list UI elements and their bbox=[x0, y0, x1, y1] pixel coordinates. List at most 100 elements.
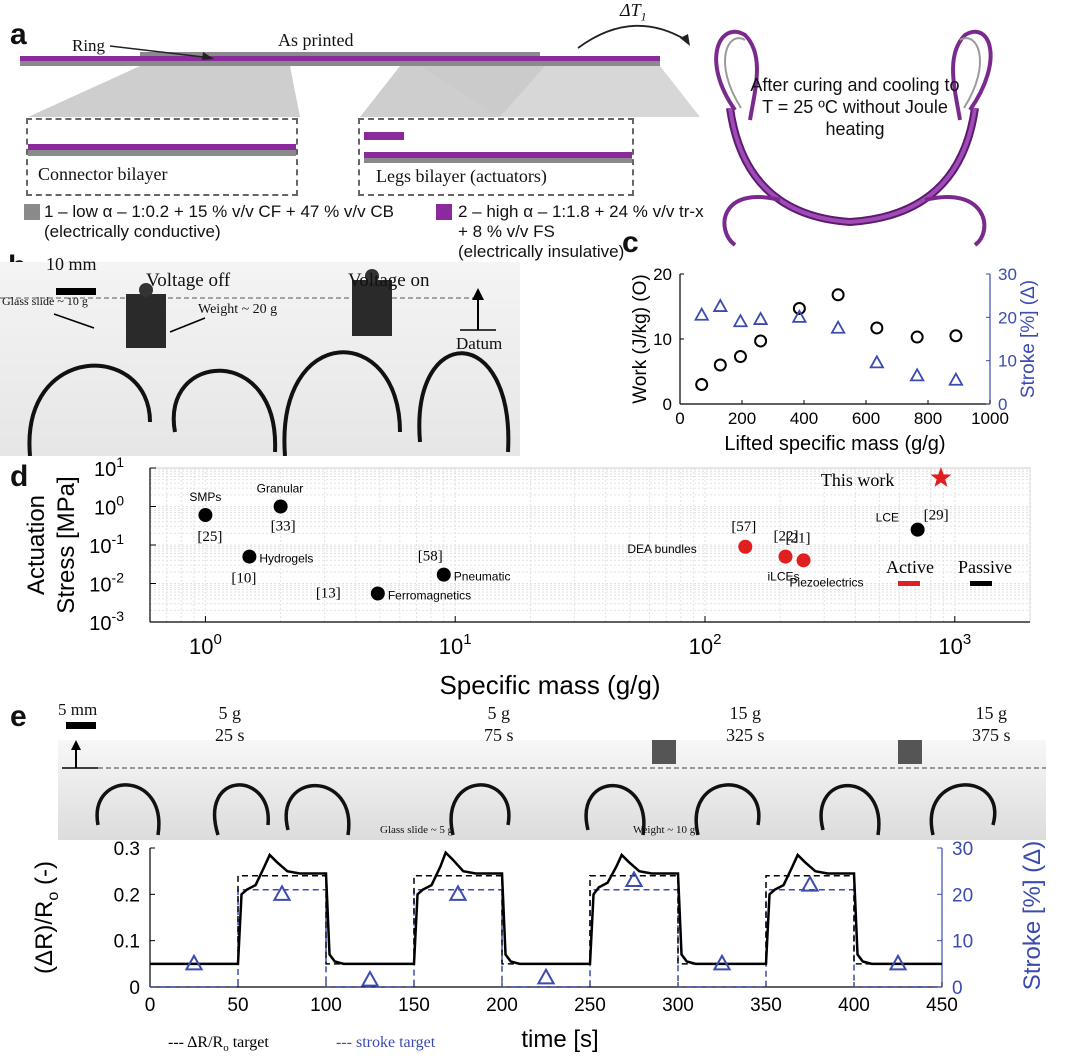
d-point-label: Piezoelectrics bbox=[790, 575, 864, 589]
scale-5mm-label: 5 mm bbox=[58, 700, 98, 719]
legend-material-1-line-2: (electrically conductive) bbox=[44, 222, 221, 241]
after-curing-line-3: heating bbox=[825, 119, 885, 139]
legend-swatch-material-1 bbox=[24, 204, 40, 220]
d-point bbox=[198, 508, 213, 523]
voltage-on-label: Voltage on bbox=[348, 270, 430, 291]
frame-1-label: 5 g 25 s bbox=[215, 702, 245, 746]
c-work-point bbox=[792, 301, 806, 315]
printed-strip-purple bbox=[20, 56, 660, 61]
e-leg-6 bbox=[694, 783, 761, 836]
c-work-point bbox=[831, 288, 845, 302]
frame-4-mass: 15 g bbox=[975, 703, 1008, 723]
c-stroke-point bbox=[732, 313, 749, 328]
d-point-ref: [13] bbox=[316, 585, 341, 601]
leg-on-2 bbox=[417, 351, 511, 453]
delta-t-label: ΔT1 bbox=[620, 0, 647, 25]
c-y-tick-label: 20 bbox=[653, 265, 672, 284]
c-work-point bbox=[910, 330, 924, 344]
d-point-ref: [57] bbox=[731, 519, 756, 535]
e-stroke-point bbox=[360, 970, 380, 987]
d-x-tick-label: 102 bbox=[689, 631, 722, 659]
delta-t-subscript: 1 bbox=[640, 9, 647, 24]
e-x-label: time [s] bbox=[521, 1026, 598, 1053]
legend-material-1-text: 1 – low α – 1:0.2 + 15 % v/v CF + 47 % v… bbox=[44, 202, 394, 242]
after-curing-text: After curing and cooling to T = 25 ºC wi… bbox=[735, 74, 975, 140]
c-stroke-point bbox=[909, 367, 925, 382]
c-x-tick-label: 600 bbox=[852, 409, 880, 428]
d-x-tick-label: 100 bbox=[189, 631, 222, 659]
c-x-label: Lifted specific mass (g/g) bbox=[724, 433, 945, 455]
e-leg-2 bbox=[212, 783, 270, 836]
e-stroke-point bbox=[184, 953, 204, 971]
d-point bbox=[242, 549, 257, 564]
e-resistance-measured-line bbox=[150, 850, 942, 966]
panel-e-drawing bbox=[62, 724, 1046, 836]
d-point-ref: [25] bbox=[197, 529, 222, 545]
c-work-point bbox=[695, 378, 709, 391]
leg-on-1 bbox=[282, 350, 402, 457]
d-y-tick-label: 10-2 bbox=[89, 570, 124, 597]
c-y2-tick-label: 30 bbox=[998, 265, 1017, 284]
e-x-tick-label: 350 bbox=[750, 995, 782, 1016]
weight-20g-label: Weight ~ 20 g bbox=[198, 302, 278, 317]
c-x-tick-label: 400 bbox=[790, 409, 818, 428]
legend-material-2-line-3: (electrically insulative) bbox=[458, 242, 625, 261]
e-x-tick-label: 150 bbox=[398, 995, 430, 1016]
legend-swatch-material-2 bbox=[436, 204, 452, 220]
cured-leg-bottom-right bbox=[924, 195, 987, 247]
e-weight-2 bbox=[898, 724, 922, 764]
cured-leg-top-right bbox=[951, 29, 993, 121]
e-glass-slide-label: Glass slide ~ 5 g bbox=[380, 824, 454, 836]
d-point-ref: [10] bbox=[231, 571, 256, 587]
e-weight-label: Weight ~ 10 g bbox=[633, 824, 696, 836]
ring-raised bbox=[140, 52, 540, 56]
e-x-tick-label: 450 bbox=[926, 995, 958, 1016]
panel-b-drawing bbox=[0, 269, 511, 457]
c-y-tick-label: 0 bbox=[663, 395, 672, 414]
panel-label-e: e bbox=[10, 700, 27, 733]
e-datum-arrow-head bbox=[71, 740, 81, 750]
e-stroke-point bbox=[536, 967, 556, 985]
d-point-ref: [33] bbox=[271, 519, 296, 535]
e-y-tick-label: 0.2 bbox=[114, 885, 140, 906]
weight-off bbox=[126, 294, 166, 348]
c-stroke-point bbox=[830, 319, 846, 334]
frame-3-time: 325 s bbox=[726, 725, 765, 745]
connector-bilayer-box: Connector bilayer bbox=[26, 118, 298, 196]
frame-4-label: 15 g 375 s bbox=[972, 702, 1011, 746]
cured-leg-top-right-gray bbox=[959, 37, 981, 109]
d-point-label: Ferromagnetics bbox=[388, 588, 471, 602]
e-x-tick-label: 0 bbox=[145, 995, 156, 1016]
d-point-label: Hydrogels bbox=[259, 552, 313, 566]
d-point-label: SMPs bbox=[189, 490, 221, 504]
datum-label: Datum bbox=[456, 334, 503, 353]
e-y2-label: Stroke [%] (Δ) bbox=[1019, 841, 1046, 990]
d-point bbox=[370, 586, 385, 601]
d-point bbox=[796, 553, 811, 568]
c-stroke-point bbox=[752, 311, 769, 325]
e-y2-tick-label: 30 bbox=[952, 839, 973, 860]
connector-bilayer-label: Connector bilayer bbox=[38, 164, 168, 184]
panel-e-photo: Glass slide ~ 5 g Weight ~ 10 g bbox=[58, 724, 1046, 840]
c-y2-tick-label: 20 bbox=[998, 308, 1017, 327]
after-curing-line-1: After curing and cooling to bbox=[750, 75, 960, 95]
c-work-point bbox=[733, 350, 747, 364]
d-legend-swatch bbox=[970, 581, 992, 586]
d-point-label: LCE bbox=[876, 511, 899, 525]
frame-3-mass: 15 g bbox=[729, 703, 762, 723]
legs-layer-purple bbox=[364, 152, 632, 158]
e-leg-8 bbox=[929, 783, 997, 836]
e-x-tick-label: 300 bbox=[662, 995, 694, 1016]
d-y-label-line-2: Stress [MPa] bbox=[53, 476, 80, 613]
d-y-tick-label: 10-1 bbox=[89, 531, 124, 558]
e-legend-stroke: --- stroke target bbox=[336, 1034, 436, 1051]
d-legend-label: Active bbox=[886, 557, 934, 577]
frame-2-mass: 5 g bbox=[487, 703, 511, 723]
datum-arrow-head bbox=[472, 288, 484, 300]
e-legend-resistance: --- ΔR/Ro target bbox=[168, 1034, 269, 1054]
weight-on-knob bbox=[365, 269, 379, 283]
e-y2-tick-label: 0 bbox=[952, 978, 963, 999]
ring-arrow bbox=[109, 45, 213, 59]
d-legend-swatch bbox=[898, 581, 920, 586]
